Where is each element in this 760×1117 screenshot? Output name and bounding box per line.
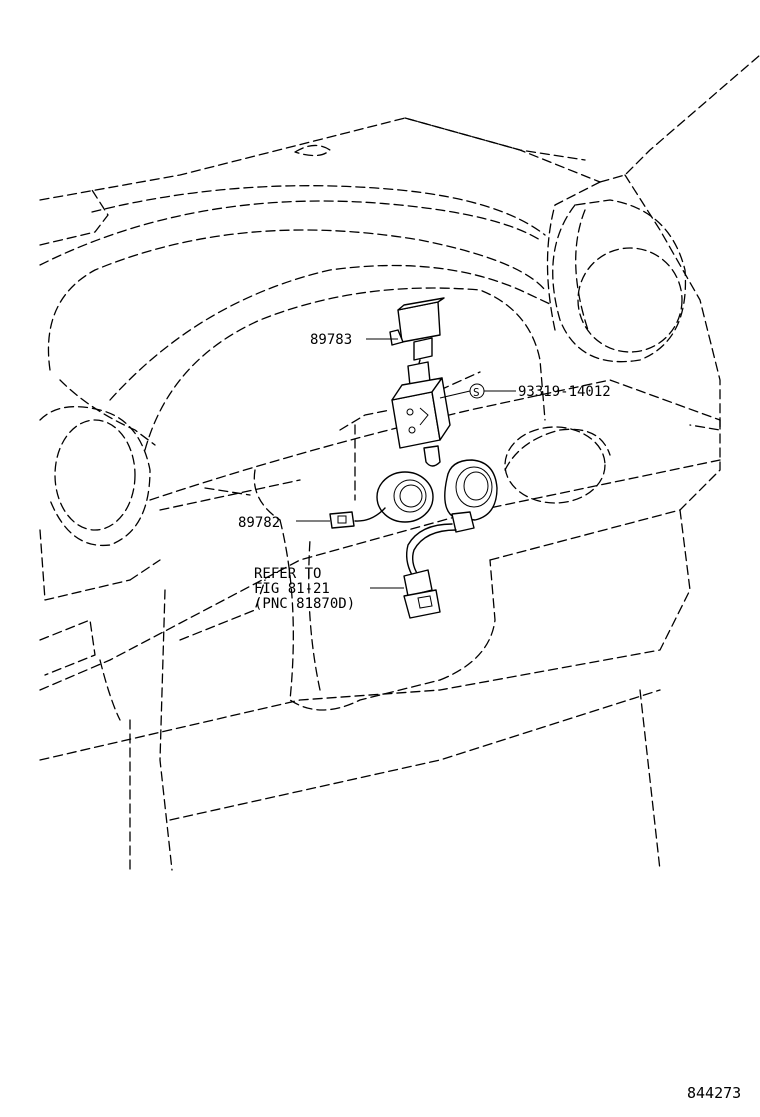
s-symbol-letter: S [473, 386, 480, 399]
part-89783-drawing [389, 297, 451, 467]
figure-number: 844273 [687, 1084, 741, 1102]
label-89782: 89782 [238, 515, 330, 531]
part-89782-drawing [329, 459, 498, 619]
reference-line-2: FIG 81-21 [254, 581, 330, 597]
label-89783: 89783 [310, 332, 398, 348]
part-number-93319-14012: 93319-14012 [518, 384, 611, 400]
reference-line-1: REFER TO [254, 566, 321, 582]
reference-note: REFER TO FIG 81-21 (PNC 81870D) [254, 566, 404, 612]
leader-line [439, 390, 471, 399]
dashboard-outline [39, 54, 760, 871]
part-number-89782: 89782 [238, 515, 280, 531]
part-number-89783: 89783 [310, 332, 352, 348]
reference-line-3: (PNC 81870D) [254, 596, 355, 612]
label-93319-14012: S 93319-14012 [439, 383, 611, 400]
